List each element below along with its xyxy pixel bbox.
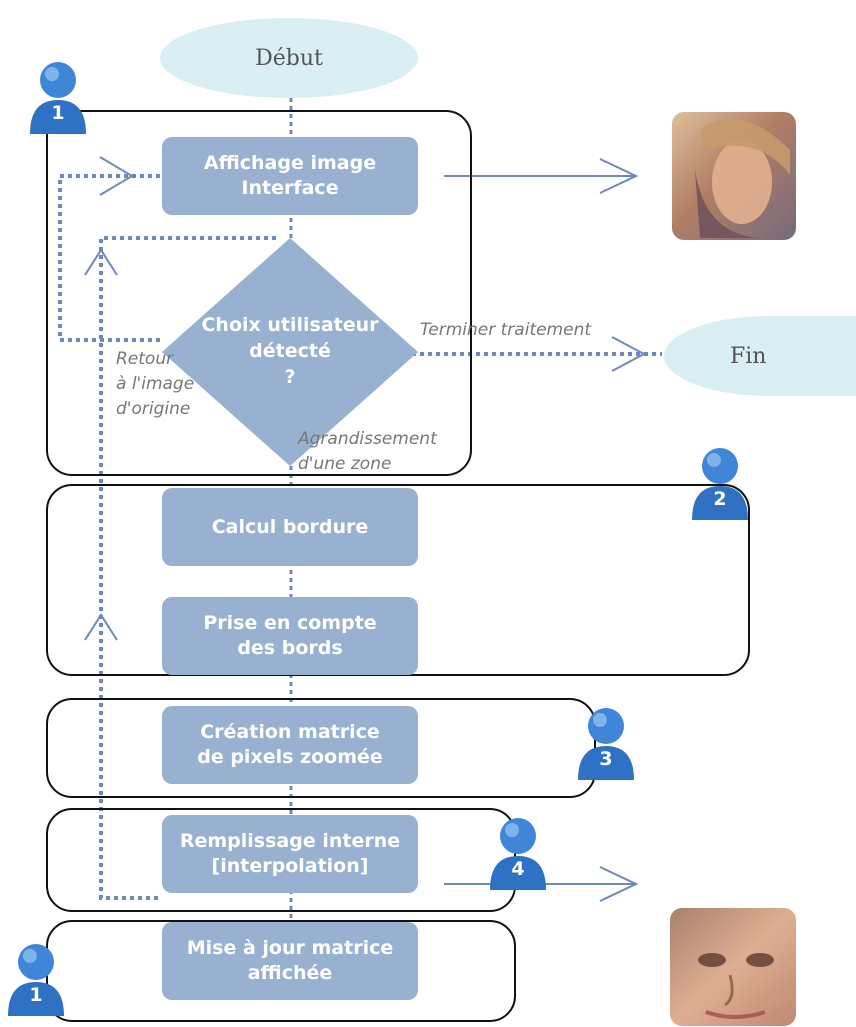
user-number: 1 — [29, 984, 43, 1006]
decision-label: Choix utilisateur détecté ? — [195, 312, 385, 390]
user-badge-top-left: 1 — [26, 60, 90, 136]
step-update: Mise à jour matrice affichée — [162, 922, 418, 1000]
start-terminal: Début — [160, 18, 418, 98]
start-label: Début — [255, 45, 323, 71]
group-box-interface — [46, 110, 472, 476]
user-badge-bottom-left: 1 — [4, 942, 68, 1018]
return-label-line2: à l'image — [116, 374, 195, 394]
user-number: 3 — [599, 748, 613, 770]
user-icon — [30, 62, 86, 134]
user-icon — [490, 818, 546, 890]
display-output-arrow-head — [599, 158, 639, 194]
step-display-image: Affichage image Interface — [162, 137, 418, 215]
user-badge-group-3: 3 — [574, 706, 638, 782]
user-icon — [578, 708, 634, 780]
end-terminal: Fin — [664, 316, 856, 396]
step-edges-line2: des bords — [237, 637, 343, 659]
user-icon — [8, 944, 64, 1016]
return-edge-label: Retour à l'image d'origine — [116, 347, 194, 422]
user-number: 1 — [51, 102, 65, 124]
step-border-calc: Calcul bordure — [162, 488, 418, 566]
finish-edge-label: Terminer traitement — [420, 320, 592, 340]
decision-diamond — [162, 238, 418, 466]
user-number: 4 — [511, 858, 525, 880]
step-fill-line2: [interpolation] — [211, 855, 369, 877]
user-icon — [692, 448, 748, 520]
step-fill-line1: Remplissage interne — [179, 830, 401, 852]
result-image-top — [672, 112, 796, 240]
user-badge-group-2: 2 — [688, 446, 752, 522]
return-label-line3: d'origine — [116, 399, 191, 419]
end-label: Fin — [730, 343, 767, 369]
loop-arrow-head-upper — [84, 248, 118, 276]
step-update-line1: Mise à jour matrice — [186, 937, 394, 959]
step-display-line1: Affichage image — [203, 152, 377, 174]
loop-back-line — [99, 236, 278, 900]
group-box-border — [46, 484, 750, 676]
step-matrix: Création matrice de pixels zoomée — [162, 706, 418, 784]
zoom-label-line2: d'une zone — [298, 454, 392, 474]
step-matrix-line2: de pixels zoomée — [197, 746, 383, 768]
step-edges-line1: Prise en compte — [203, 612, 377, 634]
finish-arrow-head — [611, 336, 647, 372]
step-display-line2: Interface — [241, 177, 339, 199]
return-original-line — [58, 174, 160, 342]
return-label-line1: Retour — [116, 349, 174, 369]
step-matrix-line1: Création matrice — [200, 721, 380, 743]
step-fill: Remplissage interne [interpolation] — [162, 815, 418, 893]
user-number: 2 — [713, 488, 727, 510]
decision-line2: détecté — [249, 340, 331, 362]
return-arrow-head — [99, 156, 134, 196]
user-badge-group-4: 4 — [486, 816, 550, 892]
loop-arrow-head-lower — [84, 613, 118, 641]
step-update-line2: affichée — [247, 962, 333, 984]
zoom-label-line1: Agrandissement — [298, 429, 437, 449]
zoom-edge-label: Agrandissement d'une zone — [298, 427, 437, 477]
result-image-bottom — [670, 908, 796, 1026]
decision-line1: Choix utilisateur — [201, 314, 379, 336]
decision-line3: ? — [284, 366, 296, 388]
step-border-calc-label: Calcul bordure — [211, 515, 369, 538]
update-output-arrow-head — [599, 866, 639, 902]
step-edges: Prise en compte des bords — [162, 597, 418, 675]
